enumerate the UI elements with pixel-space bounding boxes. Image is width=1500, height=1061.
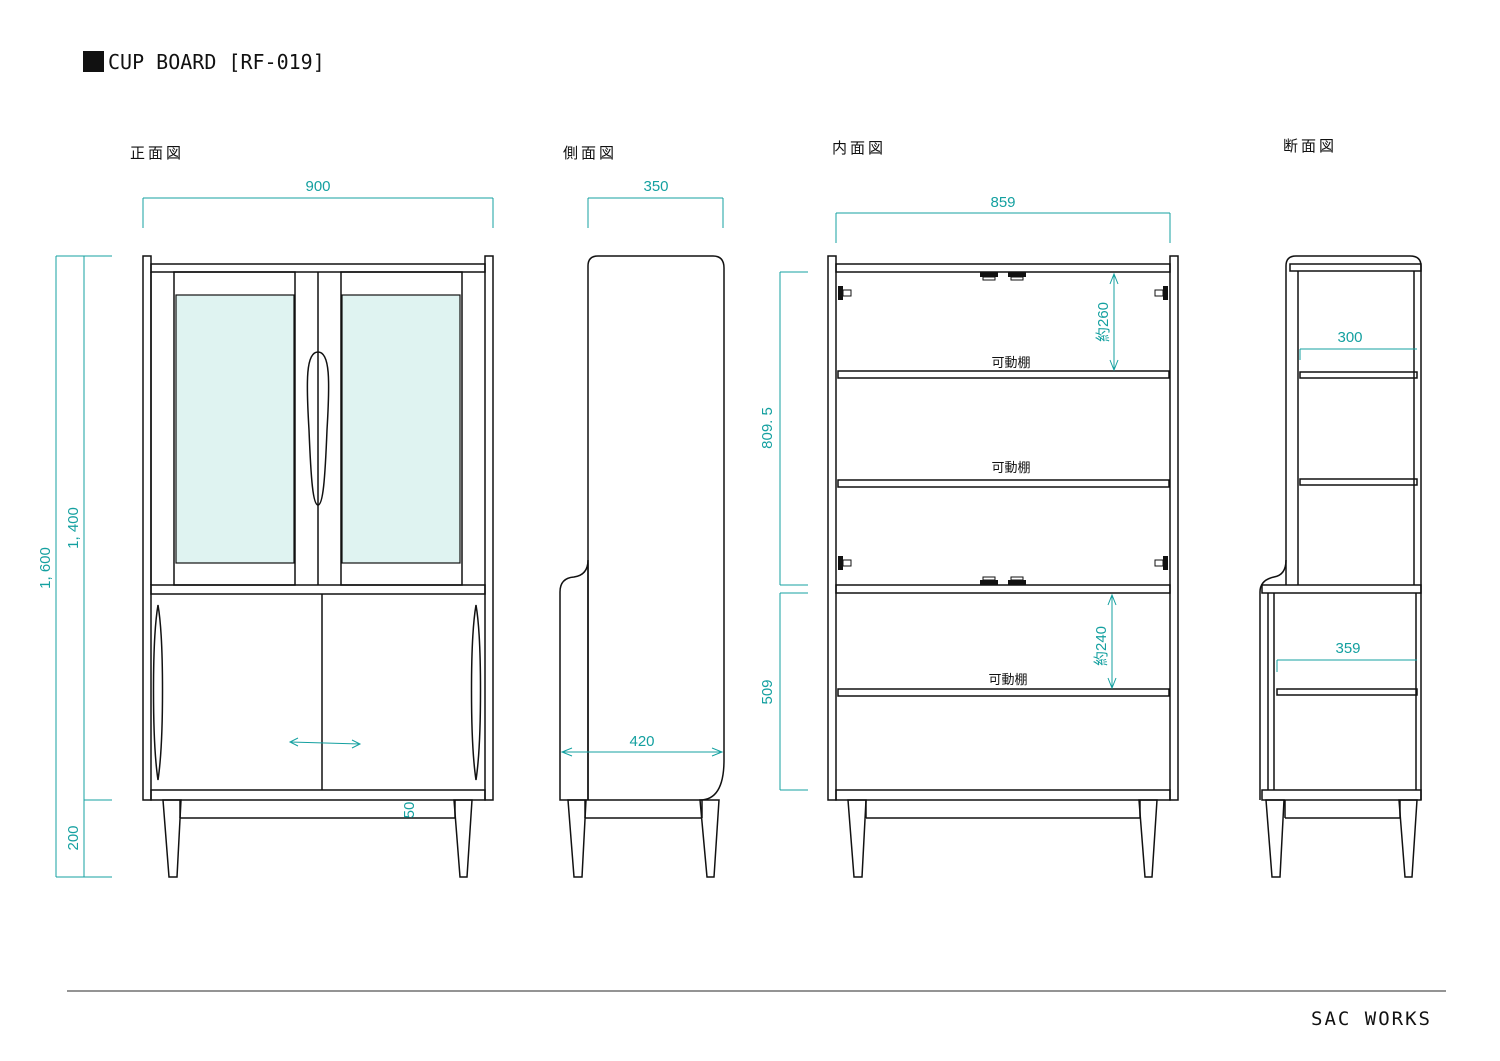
lower-gap-dim: 約240: [1093, 626, 1110, 666]
right-glass-door: [340, 271, 463, 586]
drawing-title: CUP BOARD [RF-019]: [108, 50, 325, 74]
section-upper-depth-dim: 300: [1337, 329, 1362, 346]
right-glass-pane: [341, 294, 461, 564]
total-height-dim: 1, 600: [37, 547, 54, 589]
shelf-label-lower: 可動棚: [988, 673, 1027, 688]
shelf-lower: [837, 688, 1170, 697]
front-left-leg: [162, 799, 182, 878]
shelf-label-upper: 可動棚: [991, 356, 1030, 371]
left-glass-door: [173, 271, 296, 586]
interior-right-leg: [1138, 799, 1158, 878]
shelf-upper: [837, 370, 1170, 379]
rail-height-dim: 50: [401, 802, 418, 819]
front-view: [142, 255, 494, 878]
interior-left-leg: [847, 799, 867, 878]
side-bottom-depth-dim: 420: [629, 733, 654, 750]
section-profile: [1285, 255, 1422, 800]
section-dimensions: 300 359: [1276, 329, 1417, 672]
interior-dimensions: 859 809. 5 509 約260 約240: [759, 194, 1171, 791]
shelf-middle: [837, 479, 1170, 488]
shelf-label-middle: 可動棚: [991, 461, 1030, 476]
side-view-label: 側面図: [563, 144, 617, 162]
section-view-label: 断面図: [1283, 137, 1337, 155]
leg-height-dim: 200: [65, 825, 82, 850]
center-handle: [306, 351, 330, 506]
side-profile: [559, 255, 725, 801]
section-front-leg: [1265, 799, 1285, 878]
left-lower-handle: [152, 604, 164, 781]
upper-gap-dim: 約260: [1095, 302, 1112, 342]
section-view: [1259, 255, 1422, 878]
side-view: [559, 255, 725, 878]
front-width-dim: 900: [305, 178, 330, 195]
brand-label: SAC WORKS: [1311, 1008, 1432, 1030]
section-shelf-upper: [1299, 371, 1418, 379]
section-shelf-middle: [1299, 478, 1418, 486]
section-back-leg: [1398, 799, 1418, 878]
side-front-leg: [567, 799, 587, 878]
interior-view: 可動棚 可動棚 可動棚: [827, 255, 1179, 878]
left-glass-pane: [175, 294, 295, 564]
title-square-icon: [83, 51, 104, 72]
front-view-label: 正面図: [130, 144, 184, 162]
body-height-dim: 1, 400: [65, 507, 82, 549]
front-dimensions: 900 1, 600 1, 400 200 50: [37, 178, 494, 878]
front-right-leg: [453, 799, 473, 878]
upper-height-dim: 809. 5: [759, 407, 776, 449]
inner-width-dim: 859: [990, 194, 1015, 211]
lower-height-dim: 509: [759, 679, 776, 704]
right-lower-handle: [470, 604, 482, 781]
section-lower-depth-dim: 359: [1335, 640, 1360, 657]
side-dimensions: 350 420: [560, 178, 724, 757]
side-back-leg: [699, 799, 720, 878]
interior-view-label: 内面図: [832, 139, 886, 157]
section-shelf-lower: [1276, 688, 1418, 696]
side-top-depth-dim: 350: [643, 178, 668, 195]
